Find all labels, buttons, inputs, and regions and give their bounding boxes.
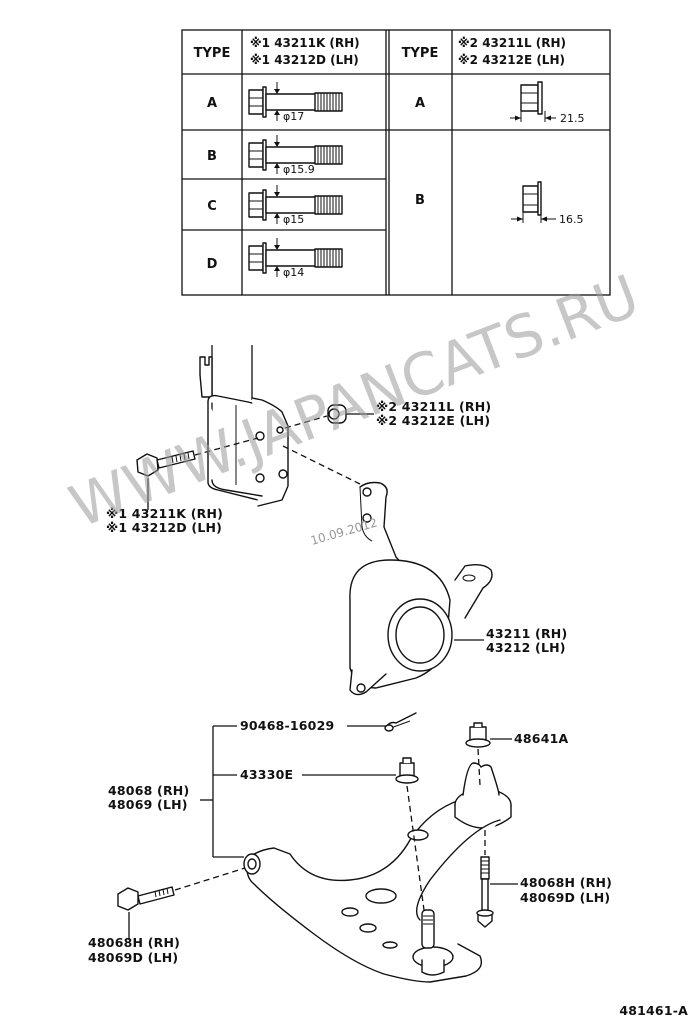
ball-nut-label: 48641A [514, 731, 568, 746]
left-row-type: C [207, 199, 217, 214]
strut-nut-label-rh: ※2 43211L (RH) [376, 399, 491, 414]
diameter-a: φ17 [283, 110, 304, 123]
strut-bolt-icon [136, 450, 196, 477]
knuckle-label-lh: 43212 (LH) [486, 640, 566, 655]
left-part-header-lh: ※1 43212D (LH) [250, 53, 359, 67]
left-type-header: TYPE [194, 46, 231, 61]
strut-nut-label-lh: ※2 43212E (LH) [376, 413, 490, 428]
figure-id: 481461-A [619, 1003, 688, 1018]
diameter-b: φ15.9 [283, 163, 315, 176]
arm-label-lh: 48069 (LH) [108, 797, 188, 812]
rear-bolt-label-lh: 48069D (LH) [520, 890, 610, 905]
diameter-c: φ15 [283, 213, 304, 226]
cotter-pin-label: 90468-16029 [240, 718, 334, 733]
strut-nut-icon [327, 404, 347, 424]
steering-knuckle [349, 481, 493, 696]
strut-assembly [199, 345, 289, 507]
diameter-d: φ14 [283, 266, 304, 279]
left-row-type: A [207, 96, 217, 111]
width-a: 21.5 [560, 112, 585, 125]
arm-bracket-line [200, 725, 244, 858]
cotter-pin-icon [384, 712, 417, 732]
watermark-date: 10.09.2012 [309, 515, 379, 547]
castle-nut-icon [395, 757, 419, 784]
width-b: 16.5 [559, 213, 584, 226]
strut-bolt-label-rh: ※1 43211K (RH) [106, 506, 223, 521]
watermark-site: WWW.JAPANCATS.RU [61, 261, 648, 541]
rear-bolt-icon [476, 856, 494, 928]
arm-label-rh: 48068 (RH) [108, 783, 189, 798]
nut-a-icon [510, 81, 556, 122]
left-row-type: D [207, 257, 218, 272]
right-part-header-rh: ※2 43211L (RH) [458, 36, 566, 50]
ball-joint-nut-icon [465, 722, 491, 748]
right-row-type: A [415, 96, 425, 111]
rear-bolt-label-rh: 48068H (RH) [520, 875, 612, 890]
right-row-type: B [415, 193, 425, 208]
front-bolt-label-rh: 48068H (RH) [88, 935, 180, 950]
strut-bolt-label-lh: ※1 43212D (LH) [106, 520, 222, 535]
front-bolt-label-lh: 48069D (LH) [88, 950, 178, 965]
bolt-icon [248, 82, 343, 121]
right-type-header: TYPE [402, 46, 439, 61]
knuckle-label-rh: 43211 (RH) [486, 626, 567, 641]
left-row-type: B [207, 149, 217, 164]
nut-b-icon [511, 181, 556, 223]
right-part-header-lh: ※2 43212E (LH) [458, 53, 565, 67]
lower-control-arm [243, 762, 512, 983]
type-table: TYPE ※1 43211K (RH) ※1 43212D (LH) TYPE … [181, 29, 611, 296]
castle-nut-label: 43330E [240, 767, 293, 782]
front-bolt-icon [117, 886, 175, 911]
left-part-header-rh: ※1 43211K (RH) [250, 36, 360, 50]
